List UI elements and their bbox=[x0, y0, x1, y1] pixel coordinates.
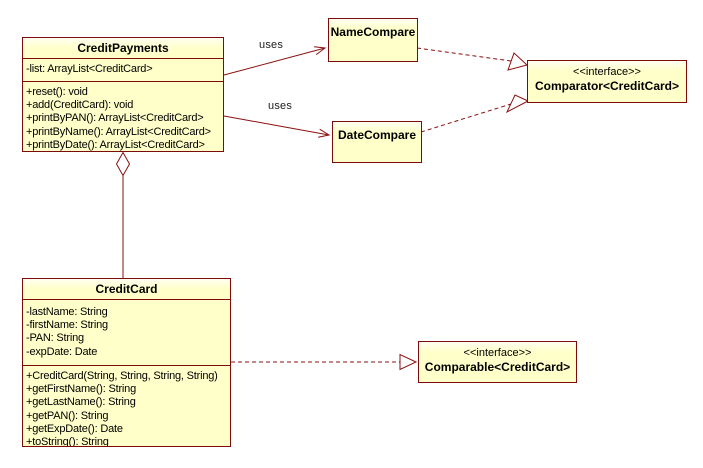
uses-association-namecompare bbox=[223, 46, 327, 76]
stereotype-comparable: <<interface>> bbox=[463, 347, 532, 359]
stereotype-comparator: <<interface>> bbox=[573, 66, 641, 78]
class-box-namecompare: NameCompare bbox=[328, 18, 418, 62]
open-arrowhead-icon bbox=[314, 46, 327, 55]
interface-name-comparator: Comparator<CreditCard> bbox=[534, 79, 680, 93]
class-name-creditcard: CreditCard bbox=[95, 282, 158, 296]
open-arrowhead-icon bbox=[318, 128, 331, 138]
uses-line-datecompare bbox=[223, 115, 330, 136]
class-box-datecompare: DateCompare bbox=[332, 121, 422, 163]
class-name-datecompare: DateCompare bbox=[337, 128, 417, 142]
attributes-compartment-creditcard: -lastName: String -firstName: String -PA… bbox=[23, 299, 230, 365]
methods-compartment-creditpayments: +reset(): void +add(CreditCard): void +p… bbox=[23, 81, 223, 151]
class-box-creditpayments: CreditPayments -list: ArrayList<CreditCa… bbox=[22, 37, 224, 152]
realization-dashed-line bbox=[416, 47, 512, 62]
interface-box-comparable: <<interface>> Comparable<CreditCard> bbox=[418, 341, 577, 383]
uses-line-namecompare bbox=[223, 47, 326, 76]
class-name-creditpayments: CreditPayments bbox=[77, 41, 169, 55]
realization-namecompare-comparator bbox=[416, 47, 529, 71]
realization-datecompare-comparator bbox=[420, 94, 530, 133]
hollow-triangle-icon bbox=[505, 94, 530, 114]
hollow-triangle-icon bbox=[507, 52, 529, 71]
uses-association-datecompare bbox=[223, 115, 331, 138]
hollow-triangle-icon bbox=[399, 353, 418, 371]
interface-name-comparable: Comparable<CreditCard> bbox=[424, 360, 571, 374]
class-box-creditcard: CreditCard -lastName: String -firstName:… bbox=[22, 278, 231, 447]
uses-label-namecompare: uses bbox=[259, 39, 284, 51]
class-name-namecompare: NameCompare bbox=[330, 25, 416, 39]
attributes-compartment-creditpayments: -list: ArrayList<CreditCard> bbox=[23, 58, 223, 81]
realization-creditcard-comparable bbox=[231, 353, 418, 371]
methods-compartment-creditcard: +CreditCard(String, String, String, Stri… bbox=[23, 365, 230, 446]
aggregation-creditpayments-creditcard bbox=[115, 151, 131, 278]
hollow-diamond-icon bbox=[115, 151, 131, 177]
realization-dashed-line bbox=[420, 103, 512, 133]
uses-label-datecompare: uses bbox=[268, 100, 293, 112]
interface-box-comparator: <<interface>> Comparator<CreditCard> bbox=[527, 60, 687, 103]
